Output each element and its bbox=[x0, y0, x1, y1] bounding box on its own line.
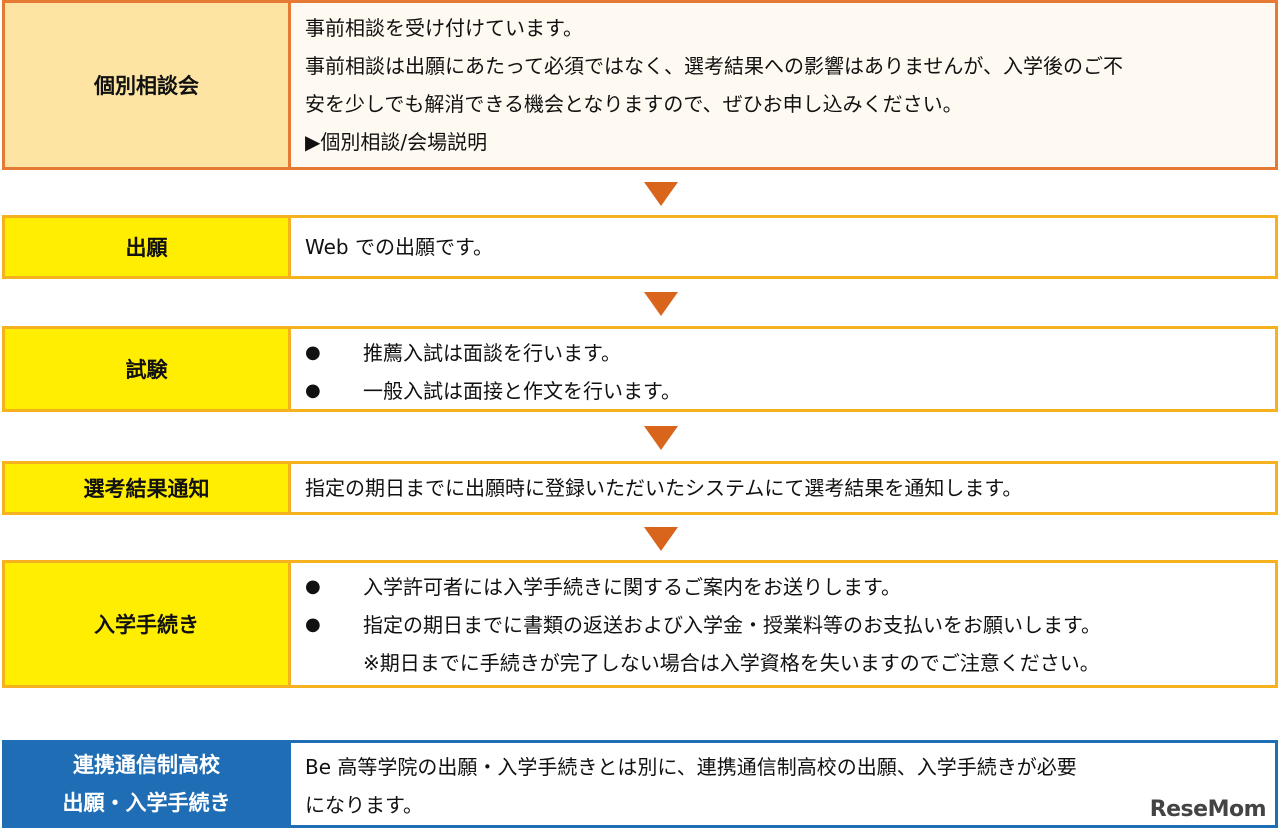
content-line: 指定の期日までに出願時に登録いただいたシステムにて選考結果を通知します。 bbox=[305, 476, 1023, 500]
bullet-text: 指定の期日までに書類の返送および入学金・授業料等のお支払いをお願いします。 bbox=[363, 613, 1101, 637]
content-line: 事前相談は出願にあたって必須ではなく、選考結果への影響はありませんが、入学後のご… bbox=[305, 54, 1123, 78]
step-enrollment: 入学手続き ● 入学許可者には入学手続きに関するご案内をお送りします。 ● 指定… bbox=[2, 560, 1278, 688]
content-line: 事前相談を受け付けています。 bbox=[305, 16, 583, 40]
bullet-item: ● 指定の期日までに書類の返送および入学金・授業料等のお支払いをお願いします。 bbox=[305, 606, 1261, 644]
content-line: Be 高等学院の出願・入学手続きとは別に、連携通信制高校の出願、入学手続きが必要 bbox=[305, 755, 1077, 779]
flow-arrow-down-icon bbox=[644, 426, 678, 450]
step-enrollment-content: ● 入学許可者には入学手続きに関するご案内をお送りします。 ● 指定の期日までに… bbox=[291, 563, 1275, 685]
step-result-notice-label: 選考結果通知 bbox=[5, 464, 291, 512]
step-result-notice: 選考結果通知 指定の期日までに出願時に登録いただいたシステムにて選考結果を通知し… bbox=[2, 461, 1278, 515]
bullet-icon: ● bbox=[305, 576, 321, 597]
step-enrollment-label: 入学手続き bbox=[5, 563, 291, 685]
bullet-item: ● 入学許可者には入学手続きに関するご案内をお送りします。 bbox=[305, 568, 1261, 606]
step-application: 出願 Web での出願です。 bbox=[2, 215, 1278, 279]
partner-school-row: 連携通信制高校 出願・入学手続き Be 高等学院の出願・入学手続きとは別に、連携… bbox=[2, 740, 1278, 828]
bullet-text: 一般入試は面接と作文を行います。 bbox=[363, 379, 681, 403]
resemom-logo: ReseMom bbox=[1149, 797, 1267, 822]
partner-school-content: Be 高等学院の出願・入学手続きとは別に、連携通信制高校の出願、入学手続きが必要… bbox=[291, 743, 1275, 825]
bullet-text: 推薦入試は面談を行います。 bbox=[363, 341, 621, 365]
flow-arrow-down-icon bbox=[644, 292, 678, 316]
flow-arrow-down-icon bbox=[644, 527, 678, 551]
step-consultation-label: 個別相談会 bbox=[5, 3, 291, 167]
partner-label-line1: 連携通信制高校 bbox=[73, 753, 220, 777]
bullet-icon: ● bbox=[305, 614, 321, 635]
bullet-icon: ● bbox=[305, 380, 321, 401]
step-exam: 試験 ● 推薦入試は面談を行います。 ● 一般入試は面接と作文を行います。 bbox=[2, 326, 1278, 412]
bullet-item: ● 一般入試は面接と作文を行います。 bbox=[305, 372, 1261, 410]
partner-label-line2: 出願・入学手続き bbox=[62, 791, 231, 815]
step-application-label: 出願 bbox=[5, 218, 291, 276]
content-line: ▶個別相談/会場説明 bbox=[305, 130, 488, 154]
content-line: になります。 bbox=[305, 793, 423, 817]
content-line: 安を少しでも解消できる機会となりますので、ぜひお申し込みください。 bbox=[305, 92, 963, 116]
step-exam-label: 試験 bbox=[5, 329, 291, 409]
flow-arrow-down-icon bbox=[644, 182, 678, 206]
bullet-item: ● 推薦入試は面談を行います。 bbox=[305, 334, 1261, 372]
step-application-content: Web での出願です。 bbox=[291, 218, 1275, 276]
step-consultation-content: 事前相談を受け付けています。 事前相談は出願にあたって必須ではなく、選考結果への… bbox=[291, 3, 1275, 167]
bullet-icon: ● bbox=[305, 342, 321, 363]
step-result-notice-content: 指定の期日までに出願時に登録いただいたシステムにて選考結果を通知します。 bbox=[291, 464, 1275, 512]
step-exam-content: ● 推薦入試は面談を行います。 ● 一般入試は面接と作文を行います。 bbox=[291, 329, 1275, 409]
enrollment-note: ※期日までに手続きが完了しない場合は入学資格を失いますのでご注意ください。 bbox=[363, 651, 1100, 675]
partner-school-label: 連携通信制高校 出願・入学手続き bbox=[5, 743, 291, 825]
bullet-text: 入学許可者には入学手続きに関するご案内をお送りします。 bbox=[363, 575, 901, 599]
content-line: Web での出願です。 bbox=[305, 235, 493, 259]
step-consultation: 個別相談会 事前相談を受け付けています。 事前相談は出願にあたって必須ではなく、… bbox=[2, 0, 1278, 170]
